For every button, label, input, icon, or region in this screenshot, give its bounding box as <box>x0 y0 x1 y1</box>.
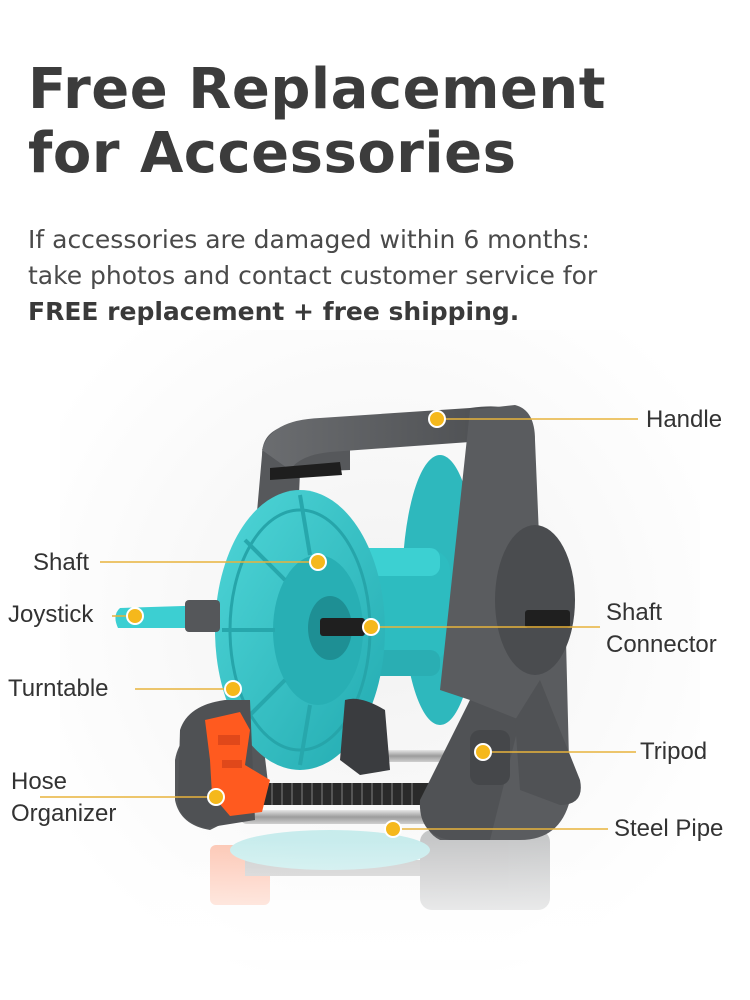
tripod-marker <box>474 743 492 761</box>
label-shaft-connector: Shaft Connector <box>606 597 717 661</box>
description: If accessories are damaged within 6 mont… <box>28 222 728 330</box>
label-shaft-connector-line-1: Shaft <box>606 599 663 626</box>
label-hose-organizer-line-1: Hose <box>11 768 68 795</box>
tripod-right-leg <box>515 680 581 805</box>
shaft-connector-center <box>320 618 365 636</box>
shaft-connector-marker <box>362 618 380 636</box>
hose-organizer-marker <box>207 788 225 806</box>
label-handle-text: Handle <box>646 406 723 433</box>
label-hose-organizer: Hose Organizer <box>11 766 116 830</box>
description-line-1: If accessories are damaged within 6 mont… <box>28 225 590 254</box>
label-joystick-text: Joystick <box>8 601 94 628</box>
label-steel-pipe: Steel Pipe <box>614 813 723 845</box>
label-shaft-text: Shaft <box>33 549 90 576</box>
description-line-3: FREE replacement + free shipping. <box>28 297 520 326</box>
title-line-1: Free Replacement <box>28 57 607 122</box>
page-title: Free Replacement for Accessories <box>28 58 606 186</box>
steel-pipe-marker <box>384 820 402 838</box>
label-shaft-connector-line-2: Connector <box>606 631 717 658</box>
label-joystick: Joystick <box>8 599 93 631</box>
turntable-marker <box>224 680 242 698</box>
label-hose-organizer-line-2: Organizer <box>11 800 117 827</box>
label-tripod: Tripod <box>640 736 707 768</box>
handle-bar <box>262 406 515 470</box>
label-steel-pipe-text: Steel Pipe <box>614 815 724 842</box>
joystick-marker <box>126 607 144 625</box>
shaft-marker <box>309 553 327 571</box>
label-shaft: Shaft <box>33 547 89 579</box>
handle-marker <box>428 410 446 428</box>
description-line-2: take photos and contact customer service… <box>28 261 598 290</box>
label-turntable: Turntable <box>8 673 109 705</box>
label-handle: Handle <box>646 404 722 436</box>
hose-reel-illustration <box>40 330 700 970</box>
label-turntable-text: Turntable <box>8 675 109 702</box>
label-tripod-text: Tripod <box>640 738 708 765</box>
title-line-2: for Accessories <box>28 121 517 186</box>
side-hub <box>495 525 575 675</box>
